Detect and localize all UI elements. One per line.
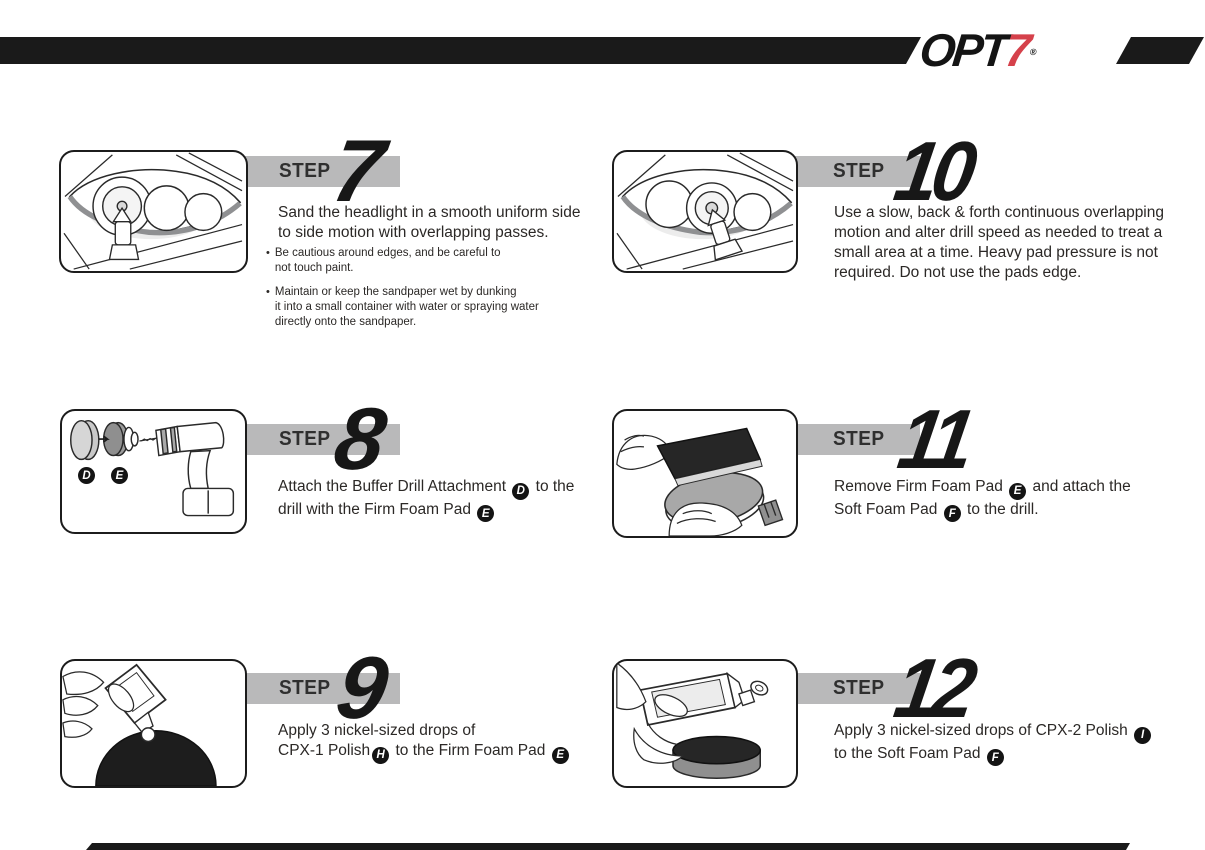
step-7-instruction: Sand the headlight in a smooth uniform s…	[278, 204, 581, 241]
opt7-logo-seven: 7	[1002, 24, 1031, 76]
bullet-text: Be cautious around edges, and be careful…	[274, 247, 501, 274]
headlight-sanding-illustration	[63, 152, 243, 270]
part-badge-F: F	[943, 505, 961, 522]
step-10-label: STEP	[833, 160, 885, 182]
part-badge-F: F	[986, 749, 1004, 766]
step-10-instruction: Use a slow, back & forth continuous over…	[834, 204, 1164, 281]
step-11-label-bar: STEP	[792, 424, 920, 455]
figure-badge-D: D	[78, 467, 95, 484]
step-11-number: 11	[892, 392, 975, 486]
part-badge-E: E	[551, 746, 569, 764]
bullet-dot-icon: •	[266, 247, 270, 259]
step-11-figure	[612, 409, 798, 538]
step-9-number: 9	[330, 638, 395, 737]
part-badge-I: I	[1134, 726, 1152, 744]
step-7-number: 7	[326, 121, 391, 220]
step-11-label: STEP	[833, 428, 885, 450]
footer-black-bar	[86, 843, 1130, 850]
step-8-label: STEP	[279, 428, 331, 450]
step-12-label-bar: STEP	[792, 673, 920, 704]
figure-badge-E: E	[111, 467, 128, 484]
step-10-label-bar: STEP	[792, 156, 920, 187]
step-10-figure	[612, 150, 798, 273]
part-badge-D: D	[512, 482, 530, 500]
polish-bottle-drop-illustration	[62, 663, 217, 786]
step-12-label: STEP	[833, 677, 885, 699]
bullet-text: Maintain or keep the sandpaper wet by du…	[274, 286, 539, 328]
opt7-logo-text: OPT	[917, 24, 1009, 76]
bullet-dot-icon: •	[266, 286, 270, 298]
header-accent-bar	[1116, 37, 1204, 64]
step-12-instruction: Apply 3 nickel-sized drops of CPX-2 Poli…	[834, 721, 1174, 766]
part-badge-E: E	[1009, 482, 1027, 500]
part-badge-E: E	[477, 505, 495, 522]
step-9-label: STEP	[279, 677, 331, 699]
step-7-bullets: • Be cautious around edges, and be carefu…	[266, 246, 576, 339]
step-12-number: 12	[888, 641, 977, 735]
pad-swap-illustration	[616, 427, 784, 536]
polish-bottle-puck-illustration	[616, 661, 769, 779]
step-7-label-bar: STEP	[240, 156, 400, 187]
header-black-bar	[0, 37, 921, 64]
part-badge-H: H	[372, 746, 390, 764]
drill-with-pads-illustration	[70, 419, 235, 517]
step-10-number: 10	[888, 124, 977, 218]
instruction-bullet: • Maintain or keep the sandpaper wet by d…	[266, 285, 576, 330]
step-12-figure	[612, 659, 798, 788]
step-8-number: 8	[328, 389, 393, 488]
step-9-label-bar: STEP	[240, 673, 400, 704]
step-9-figure	[60, 659, 247, 788]
step-8-instruction: Attach the Buffer Drill Attachment D to …	[278, 477, 588, 522]
step-7-label: STEP	[279, 160, 331, 182]
opt7-logo: OPT7®	[917, 24, 1102, 76]
headlight-buffing-illustration	[616, 152, 794, 270]
instruction-bullet: • Be cautious around edges, and be carefu…	[266, 246, 576, 276]
step-8-label-bar: STEP	[240, 424, 400, 455]
step-7-figure	[59, 150, 248, 273]
